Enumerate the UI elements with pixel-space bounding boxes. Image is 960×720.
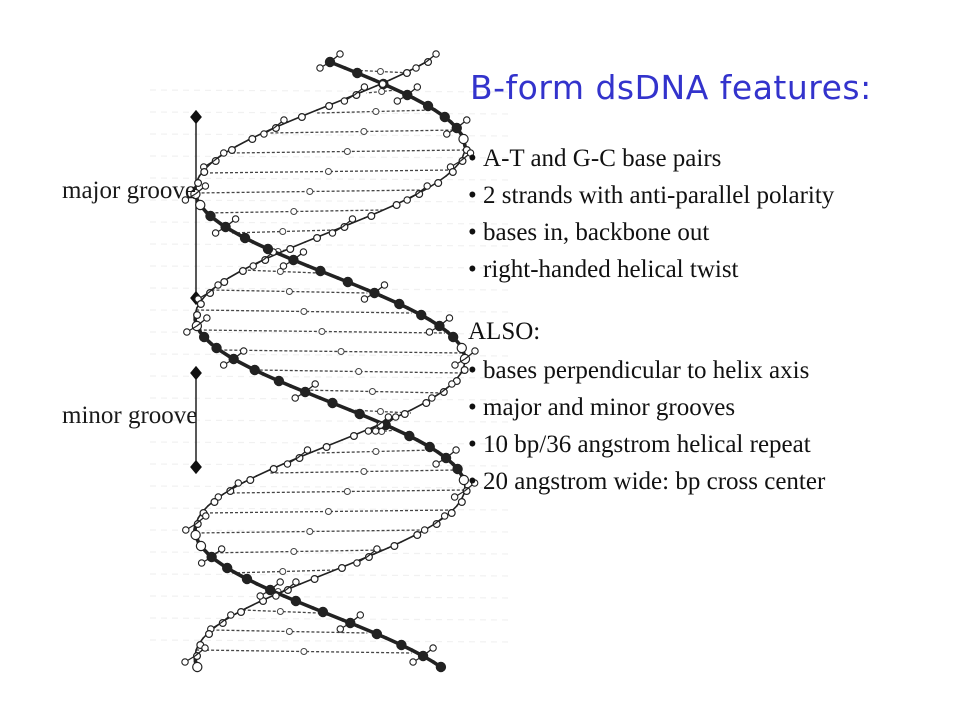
slide-title: B-form dsDNA features: (470, 68, 872, 107)
atom-spheres (181, 50, 479, 673)
also-features-list: bases perpendicular to helix axis major … (468, 352, 825, 500)
also-feature-item: 20 angstrom wide: bp cross center (468, 463, 825, 500)
also-feature-item: bases perpendicular to helix axis (468, 352, 825, 389)
minor-groove-bracket (190, 365, 202, 475)
major-groove-label: major groove (62, 177, 196, 204)
minor-groove-label: minor groove (62, 402, 198, 429)
also-feature-item: 10 bp/36 angstrom helical repeat (468, 426, 825, 463)
feature-item: 2 strands with anti-parallel polarity (468, 177, 834, 214)
also-feature-item: major and minor grooves (468, 389, 825, 426)
feature-item: bases in, backbone out (468, 214, 834, 251)
also-heading: ALSO: (468, 318, 541, 345)
background-page-texture (149, 89, 511, 643)
feature-item: right-handed helical twist (468, 251, 834, 288)
features-list: A-T and G-C base pairs 2 strands with an… (468, 140, 834, 288)
feature-item: A-T and G-C base pairs (468, 140, 834, 177)
front-strand-backbone (193, 60, 467, 670)
